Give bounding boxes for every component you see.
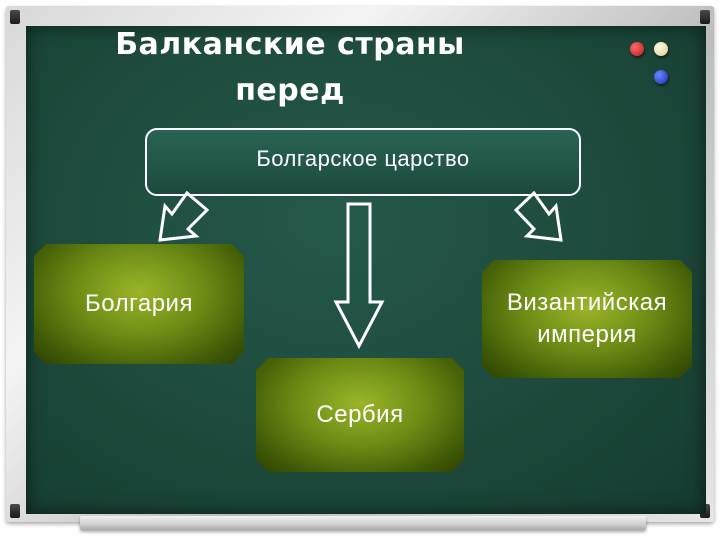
right-node-label-line-2: империя bbox=[537, 321, 637, 348]
root-node-label: Болгарское царство bbox=[256, 146, 470, 171]
frame-corner bbox=[10, 504, 20, 518]
blue-magnet-icon bbox=[654, 70, 668, 84]
right-node-label-line-1: Византийская bbox=[506, 289, 668, 316]
cream-magnet-icon bbox=[654, 42, 668, 56]
left-node-label: Болгария bbox=[85, 290, 193, 317]
frame-corner bbox=[10, 10, 20, 24]
frame-corner bbox=[700, 10, 710, 24]
title-line-1: Балканские страны перед bbox=[115, 27, 465, 108]
root-node: Болгарское царство bbox=[145, 128, 581, 196]
right-node: Византийская империя bbox=[482, 260, 692, 378]
chalk-tray bbox=[80, 516, 646, 530]
center-node-label: Сербия bbox=[316, 401, 404, 428]
center-node: Сербия bbox=[256, 358, 464, 472]
left-node: Болгария bbox=[34, 244, 244, 364]
red-magnet-icon bbox=[630, 42, 644, 56]
right-node-label: Византийская империя bbox=[507, 287, 667, 351]
